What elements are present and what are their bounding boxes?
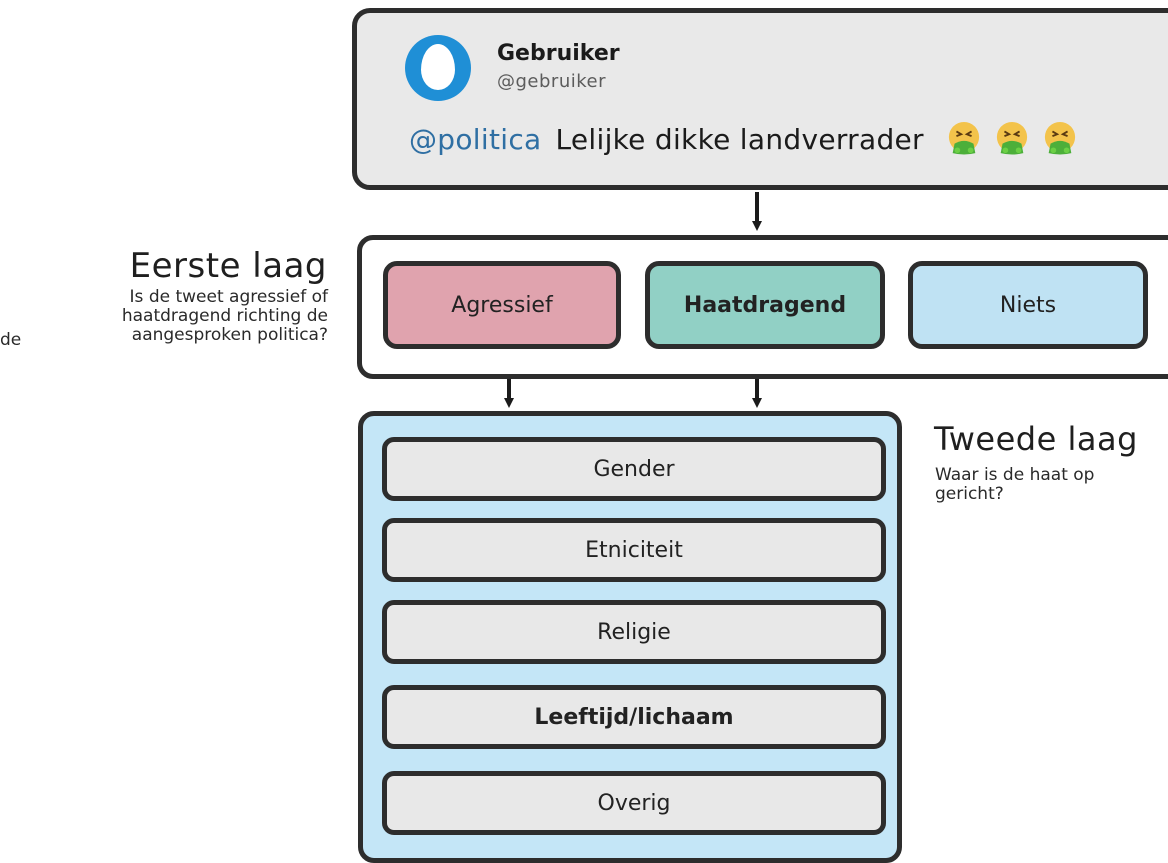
option-haatdragend[interactable]: Haatdragend [645,261,885,349]
vomiting-face-icon [1044,121,1076,155]
tweet-text: Lelijke dikke landverrader [555,123,924,156]
vomiting-face-icon [948,121,980,155]
avatar-egg-icon [405,35,471,101]
layer2-description: Waar is de haat op gericht? [935,465,1095,504]
tweet-mention: @politica [409,123,542,156]
vomiting-face-icon [996,121,1028,155]
layer1-description: Is de tweet agressief of haatdragend ric… [121,287,328,345]
category-gender[interactable]: Gender [382,437,886,501]
layer2-title: Tweede laag [934,420,1138,458]
tweet-body: @politica Lelijke dikke landverrader [409,121,1077,158]
category-leeftijd-lichaam[interactable]: Leeftijd/lichaam [382,685,886,749]
layer1-title: Eerste laag [129,246,327,286]
tweet-card: Gebruiker @gebruiker @politica Lelijke di… [352,8,1168,190]
tweet-user-handle: @gebruiker [497,71,606,92]
layer1-clipped-fragment: de [0,330,22,350]
category-overig[interactable]: Overig [382,771,886,835]
category-etniciteit[interactable]: Etniciteit [382,518,886,582]
category-religie[interactable]: Religie [382,600,886,664]
option-agressief[interactable]: Agressief [383,261,621,349]
tweet-user-name: Gebruiker [497,41,620,66]
option-niets[interactable]: Niets [908,261,1148,349]
